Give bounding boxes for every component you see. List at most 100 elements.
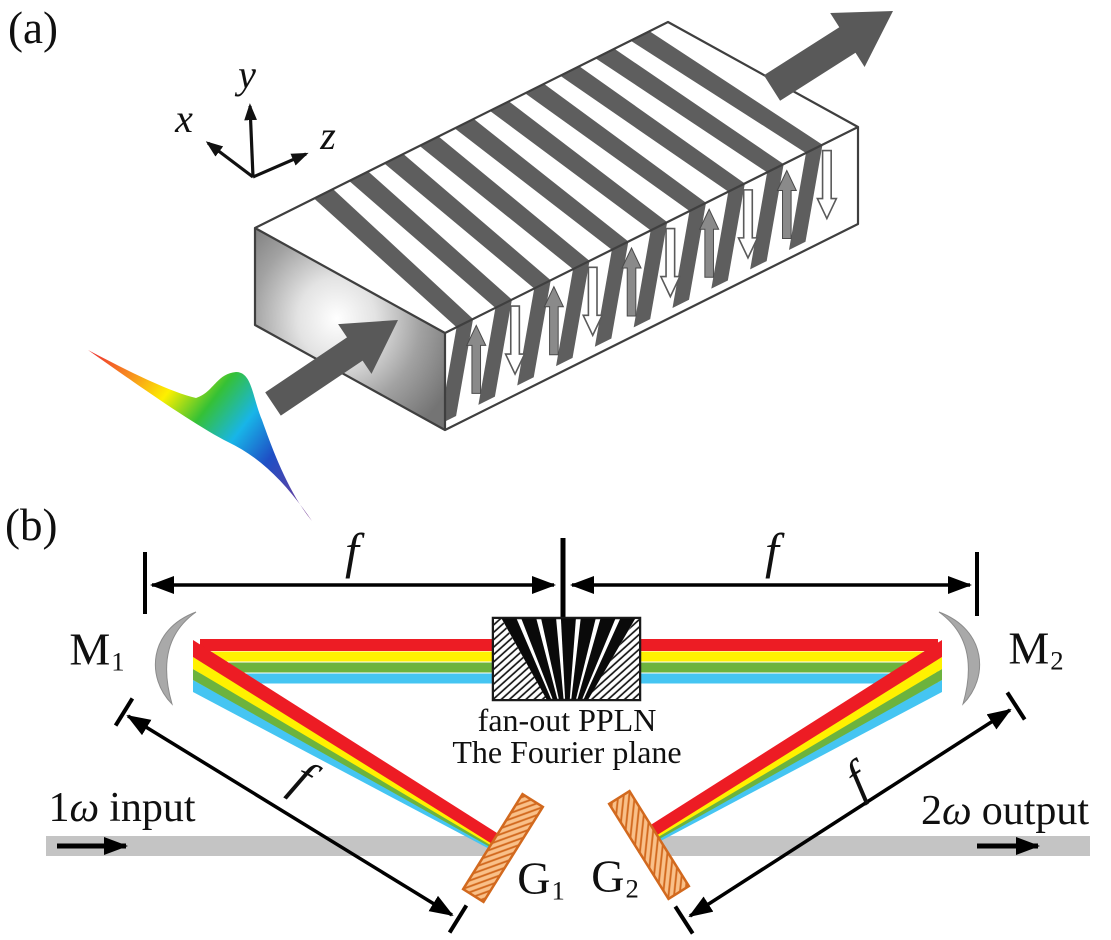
poling-stripe-front — [445, 318, 474, 425]
domain-arrow-up — [543, 285, 565, 356]
focal-length-label-top-left: f — [345, 523, 359, 579]
dispersed-beams-right-horizontal — [640, 639, 938, 684]
input-omega: ω — [69, 785, 100, 831]
poling-stripe-front — [633, 222, 668, 328]
y-axis-arrow — [244, 103, 257, 178]
beam-yellow — [640, 651, 938, 662]
poling-stripe-top — [630, 31, 823, 153]
grating-hatch — [463, 794, 543, 902]
poling-stripe-top — [349, 171, 512, 308]
crystal-top-face — [255, 22, 858, 333]
domain-arrow-down — [737, 189, 759, 260]
ppln-caption-line1: fan-out PPLN — [477, 702, 657, 738]
ppln-wedge — [521, 618, 558, 700]
grating-g2-label: G2 — [591, 850, 639, 904]
fanout-ppln-fourier-plane — [491, 616, 642, 702]
grating-edge — [461, 792, 545, 904]
domain-arrow-down — [581, 266, 604, 338]
poling-stripe-top — [525, 83, 707, 212]
mirror-m2-sub: 2 — [1050, 645, 1064, 676]
grating-g2-base: G — [591, 850, 625, 902]
output-beam-arrow-3d — [763, 11, 893, 101]
poling-stripe-top — [560, 66, 745, 192]
coordinate-axes — [205, 103, 309, 179]
grating-hatch — [609, 791, 689, 899]
domain-arrow-down — [816, 149, 838, 221]
poling-stripe-top — [489, 101, 668, 231]
domain-arrow-down — [504, 305, 526, 376]
poling-stripe-front — [672, 202, 707, 309]
input-number: 1 — [48, 785, 70, 831]
dim-tick — [1005, 691, 1027, 721]
curved-mirrors — [154, 611, 981, 706]
fanout-poling-stripes-top — [314, 31, 823, 328]
beam-cyan — [640, 673, 938, 684]
dim-line-f-diagonal-right — [688, 708, 1012, 918]
beam-cyan — [638, 680, 942, 853]
grating-g1-base: G — [517, 852, 551, 904]
ppln-wedge — [501, 618, 552, 700]
output-omega: ω — [941, 788, 972, 834]
domain-arrow-up — [698, 208, 720, 278]
poling-stripe-front — [556, 260, 590, 367]
dispersed-beams-left-horizontal — [200, 639, 493, 684]
x-axis-arrow — [205, 141, 254, 179]
ppln-caption-line2: The Fourier plane — [452, 734, 682, 770]
poling-domain-arrows — [465, 149, 838, 394]
mirror-m2 — [938, 611, 981, 706]
poling-stripe-front — [750, 164, 784, 270]
beam-red — [640, 639, 938, 651]
grating-g1 — [461, 792, 545, 904]
ppln-fan-stripes — [501, 618, 636, 700]
collinear-gray-beams — [46, 836, 1090, 856]
z-axis-label: z — [320, 113, 336, 158]
poling-stripe-front — [594, 241, 629, 347]
hatched-corner-left — [494, 619, 547, 699]
input-beam-arrow-3d — [265, 320, 398, 416]
poling-stripe-top — [595, 48, 784, 173]
beam-red — [200, 639, 493, 651]
dim-line-f-diagonal-left — [126, 714, 454, 917]
poling-stripe-top — [384, 153, 551, 289]
beam-cyan — [200, 673, 493, 684]
chirped-rainbow-pulse — [88, 350, 312, 521]
domain-arrow-up — [776, 169, 798, 240]
hatched-corner-right — [588, 619, 639, 699]
poling-stripe-front — [517, 280, 551, 386]
poling-stripe-front — [711, 183, 745, 289]
mirror-m2-base: M — [1008, 622, 1050, 674]
poling-stripe-front — [788, 144, 823, 250]
ppln-wedge — [541, 618, 564, 700]
grating-g1-sub: 1 — [551, 875, 565, 906]
domain-arrow-down — [659, 227, 682, 299]
grating-g1-label: G1 — [517, 852, 565, 906]
mirror-m1-label: M1 — [69, 623, 124, 676]
mirror-m2-label: M2 — [1008, 622, 1064, 676]
grating-g2 — [607, 789, 691, 901]
focal-length-dimension-lines — [113, 538, 1027, 935]
poling-stripes-front — [445, 144, 823, 425]
beam-yellow — [200, 651, 493, 662]
ppln-wedge — [571, 618, 596, 700]
x-axis-label: x — [175, 96, 193, 141]
poling-stripe-top — [419, 136, 590, 270]
dim-tick — [673, 905, 695, 935]
output-number: 2 — [920, 788, 942, 834]
beam-yellow — [638, 657, 942, 849]
poling-stripe-top — [314, 189, 474, 328]
grating-g2-sub: 2 — [625, 873, 639, 904]
mirror-m1-base: M — [69, 623, 111, 675]
input-word: input — [109, 785, 196, 831]
ppln-wedge — [577, 618, 616, 700]
grating-edge — [607, 789, 691, 901]
y-axis-label: y — [238, 52, 256, 97]
panel-b-label: (b) — [5, 500, 58, 550]
focal-length-label-top-right: f — [765, 523, 779, 579]
ppln-wedge — [560, 618, 576, 700]
domain-arrow-up — [621, 246, 642, 317]
z-axis-arrow — [252, 152, 309, 179]
domain-arrow-up — [465, 324, 487, 394]
